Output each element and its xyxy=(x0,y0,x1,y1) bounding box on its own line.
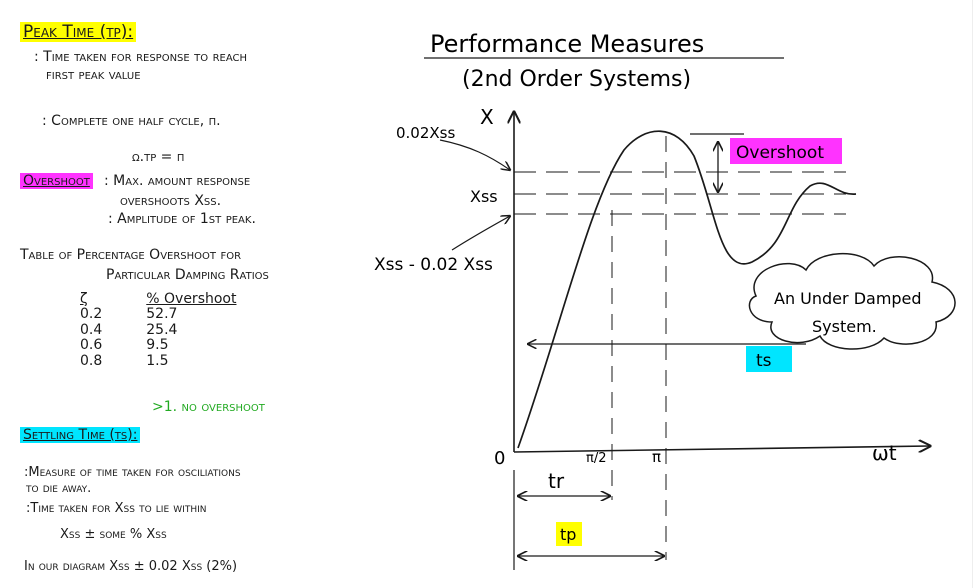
overshoot-label: Overshoot xyxy=(736,143,824,163)
lower-band-arrow xyxy=(451,216,510,251)
overshoot-line-3: : Amplitude of 1st peak. xyxy=(108,211,256,227)
settling-line-2: to die away. xyxy=(26,481,92,496)
x-axis-label: ωt xyxy=(872,441,897,465)
ts-highlight xyxy=(746,346,792,372)
table-row: 0.8 1.5 xyxy=(74,352,242,369)
peak-time-heading: Peak Time (tp): xyxy=(20,22,137,42)
cloud-text-2: System. xyxy=(812,317,877,336)
settling-line-4: Xss ± some % Xss xyxy=(60,527,167,542)
table-row: 0.6 9.5 xyxy=(74,337,242,354)
tp-highlight xyxy=(556,522,582,546)
peak-time-line-3: : Complete one half cycle, π. xyxy=(42,113,221,129)
table-cell-zeta: 0.8 xyxy=(80,352,103,369)
table-header-overshoot: % Overshoot xyxy=(146,291,237,307)
table-cell-zeta: 0.4 xyxy=(80,321,103,338)
label-upper-band: 0.02Xss xyxy=(396,124,455,142)
overshoot-heading-text: Overshoot xyxy=(20,173,93,189)
table-row: 0.2 52.7 xyxy=(74,306,242,323)
tick-half-pi: π/2 xyxy=(586,451,606,466)
diagram-title-2: (2nd Order Systems) xyxy=(462,67,691,92)
peak-time-heading-text: Peak Time (tp): xyxy=(20,22,137,42)
settling-time-heading-text: Settling Time (ts): xyxy=(20,427,141,443)
overshoot-table: ζ % Overshoot 0.2 52.7 0.4 25.4 0.6 9.5 … xyxy=(74,291,242,369)
tick-pi: π xyxy=(652,448,661,466)
table-cell-overshoot: 1.5 xyxy=(146,352,169,369)
cloud-text-1: An Under Damped xyxy=(774,289,922,308)
tp-label: tp xyxy=(560,525,576,544)
table-header-row: ζ % Overshoot xyxy=(74,291,242,307)
settling-time-heading: Settling Time (ts): xyxy=(20,427,141,443)
ts-label: ts xyxy=(756,351,772,371)
table-row: 0.4 25.4 xyxy=(74,321,242,338)
peak-time-line-1: : Time taken for response to reach xyxy=(34,49,248,65)
overshoot-line-1: : Max. amount response xyxy=(104,173,251,189)
x-axis xyxy=(513,446,930,453)
y-axis-label: X xyxy=(480,105,494,129)
origin-label: 0 xyxy=(494,448,505,469)
table-title-1: Table of Percentage Overshoot for xyxy=(20,247,242,263)
table-title-2: Particular Damping Ratios xyxy=(106,267,269,283)
overshoot-heading: Overshoot xyxy=(20,173,93,189)
tr-label: tr xyxy=(548,469,565,493)
table-cell-zeta: 0.6 xyxy=(80,337,103,354)
settling-line-3: :Time taken for Xss to lie within xyxy=(26,501,207,516)
table-header-zeta: ζ xyxy=(80,291,88,307)
label-steady-state: Xss xyxy=(470,187,498,206)
response-curve xyxy=(517,130,857,449)
settling-line-5: In our diagram Xss ± 0.02 Xss (2%) xyxy=(24,559,238,574)
no-overshoot-note: >1. no overshoot xyxy=(152,399,265,415)
peak-time-line-2: first peak value xyxy=(46,67,141,83)
upper-band-arrow xyxy=(439,139,510,170)
settling-line-1: :Measure of time taken for osciliations xyxy=(24,465,241,480)
table-cell-overshoot: 9.5 xyxy=(146,337,169,354)
table-cell-overshoot: 52.7 xyxy=(146,306,178,323)
overshoot-highlight xyxy=(730,138,842,164)
cloud-shape xyxy=(748,253,956,350)
overshoot-line-2: overshoots Xss. xyxy=(120,193,222,209)
diagram-title-1: Performance Measures xyxy=(430,30,704,58)
table-cell-zeta: 0.2 xyxy=(80,306,103,323)
peak-time-equation: ω.tp = π xyxy=(132,149,185,165)
table-cell-overshoot: 25.4 xyxy=(146,321,178,338)
label-lower-band: Xss - 0.02 Xss xyxy=(374,255,493,275)
